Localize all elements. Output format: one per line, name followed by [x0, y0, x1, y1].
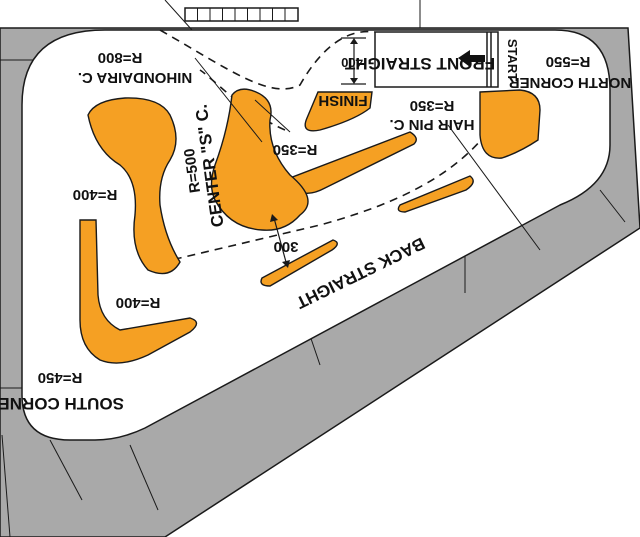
label-finish: FINISH	[318, 92, 367, 109]
kerb-nihondaira	[87, 97, 181, 275]
kerb-center-s	[210, 88, 309, 231]
arrow-left-icon	[458, 50, 485, 67]
label-left-radius-upper: R=400	[73, 186, 118, 203]
label-dunlop-radius: R=350	[273, 141, 318, 158]
label-nihondaira-radius: R=800	[98, 49, 143, 66]
label-north-radius: R=550	[546, 53, 591, 70]
label-center-s-radius: R=500	[181, 147, 204, 194]
label-front-straight: FRONT STRAIGHT	[344, 54, 495, 73]
label-start: START	[505, 39, 520, 81]
kerb-back-lower	[260, 239, 338, 287]
pit-box	[374, 31, 499, 88]
label-south-radius: R=450	[38, 369, 83, 386]
label-south-corner: SOUTH CORNER	[0, 394, 124, 413]
label-left-radius-lower: R=400	[116, 294, 161, 311]
kerb-north-corner	[479, 89, 541, 159]
kerbs	[79, 88, 541, 364]
kerb-back-upper	[397, 175, 474, 213]
dimension-back	[270, 214, 290, 268]
start-grid-icon	[184, 7, 299, 22]
label-nihondaira: NIHONDAIRA C.	[78, 69, 192, 86]
dimension-front	[341, 37, 366, 85]
label-hairpin: HAIR PIN C.	[389, 116, 474, 133]
label-front-dim: 400	[341, 55, 363, 70]
label-back-dim: 300	[273, 238, 298, 255]
leader-lines	[194, 57, 541, 251]
label-hairpin-radius: R=350	[410, 97, 455, 114]
kerb-finish	[304, 91, 373, 132]
label-north-corner: NORTH CORNER	[509, 74, 632, 91]
kerb-south	[79, 219, 198, 364]
